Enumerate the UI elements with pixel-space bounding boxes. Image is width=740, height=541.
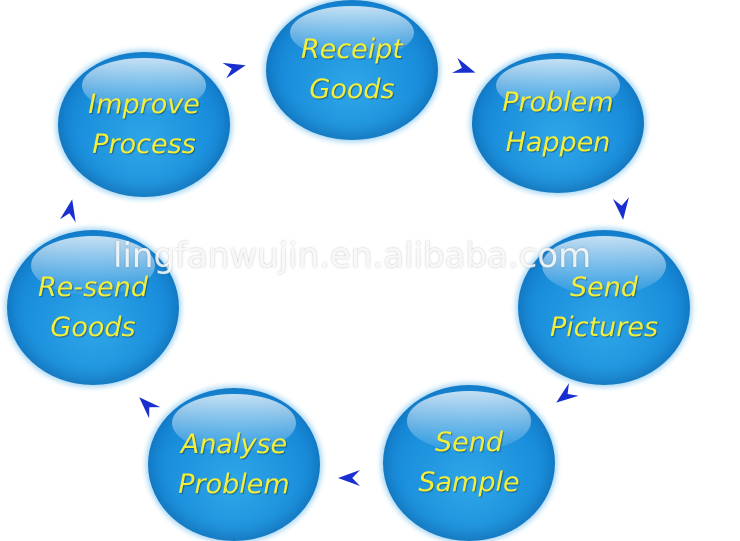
node-send-pictures: Send Pictures (518, 230, 690, 385)
arrow-improve-process-to-receipt-goods (222, 62, 246, 79)
node-improve-process: Improve Process (58, 52, 230, 197)
arrow-analyse-problem-to-re-send-goods (139, 397, 161, 419)
node-label-line: Sample (418, 467, 520, 498)
watermark-text: lingfanwujin.en.alibaba.com (113, 236, 592, 276)
node-label-line: Analyse (180, 428, 288, 460)
node-label-line: Goods (309, 74, 395, 105)
node-label-line: Send (569, 271, 638, 303)
node-re-send-goods: Re-send Goods (7, 230, 179, 385)
node-label-line: Receipt (300, 34, 404, 65)
node-analyse-problem: Analyse Problem (148, 388, 320, 541)
node-label-line: Process (92, 128, 196, 160)
node-label-line: Problem (502, 87, 614, 118)
node-label-line: Problem (178, 468, 290, 500)
arrow-re-send-goods-to-improve-process (60, 199, 76, 223)
node-label-line: Happen (505, 127, 611, 158)
arrow-send-pictures-to-send-sample (556, 383, 579, 403)
node-receipt-goods: Receipt Goods (266, 0, 438, 140)
node-send-sample: Send Sample (383, 385, 555, 541)
node-label-line: Improve (88, 88, 200, 120)
node-label-line: Pictures (549, 311, 659, 343)
arrow-send-sample-to-analyse-problem (338, 470, 360, 486)
arrow-receipt-goods-to-problem-happen (452, 57, 476, 73)
node-label-line: Re-send (37, 271, 149, 303)
node-problem-happen: Problem Happen (472, 53, 644, 193)
node-label-line: Send (434, 427, 503, 458)
node-label-line: Goods (50, 311, 136, 343)
arrow-problem-happen-to-send-pictures (612, 197, 629, 220)
